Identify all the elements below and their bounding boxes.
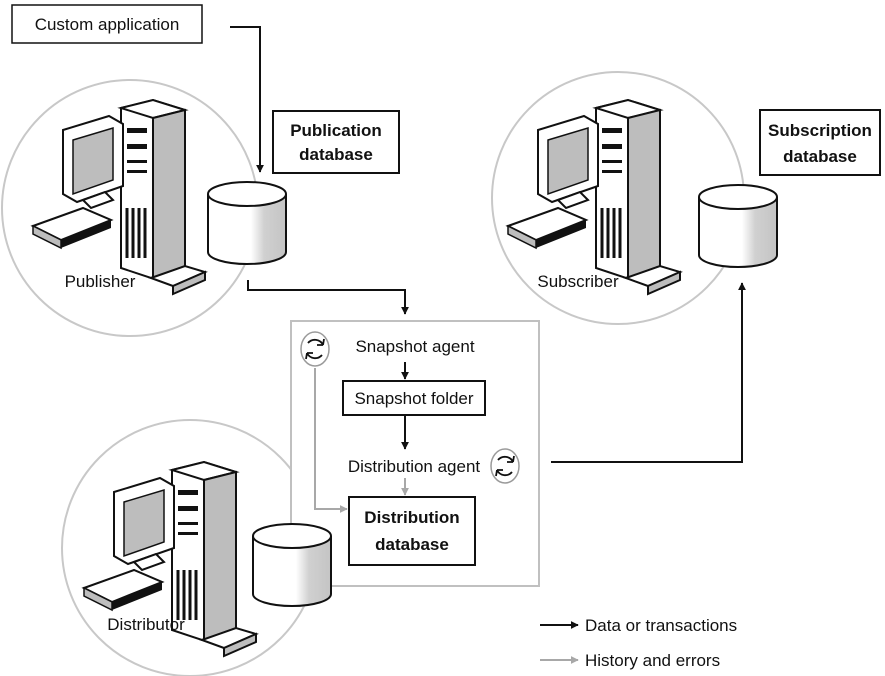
- arrow-app-to-publication-db: [230, 26, 264, 173]
- arrow-distributor-to-subscriber: [551, 282, 746, 463]
- distributor-database-icon: [252, 523, 332, 607]
- snapshot-folder-label: Snapshot folder: [354, 389, 473, 408]
- legend-history-label: History and errors: [585, 651, 720, 670]
- arrow-snapshot-history: [314, 368, 348, 513]
- distribution-database-line1: Distribution: [364, 508, 459, 527]
- subscriber-label: Subscriber: [537, 272, 619, 291]
- distribution-database-line2: database: [375, 535, 449, 554]
- subscription-database-box: [759, 109, 881, 176]
- distributor-label: Distributor: [107, 615, 185, 634]
- legend-data-label: Data or transactions: [585, 616, 737, 635]
- distribution-agent-icon: [490, 448, 520, 484]
- publication-database-line2: database: [299, 145, 373, 164]
- snapshot-agent-label: Snapshot agent: [355, 337, 474, 356]
- custom-application-label: Custom application: [35, 15, 180, 34]
- snapshot-agent-icon: [300, 331, 330, 367]
- publication-database-box: [272, 110, 400, 174]
- distribution-agent-label: Distribution agent: [348, 457, 481, 476]
- publication-database-icon: [207, 181, 287, 265]
- publisher-label: Publisher: [65, 272, 136, 291]
- subscription-database-icon: [698, 184, 778, 268]
- subscription-database-line2: database: [783, 147, 857, 166]
- publication-database-line1: Publication: [290, 121, 382, 140]
- custom-application-box: [11, 4, 203, 44]
- subscription-database-line1: Subscription: [768, 121, 872, 140]
- arrow-publisher-to-distributor: [247, 280, 409, 315]
- distribution-database-box: [348, 496, 476, 566]
- snapshot-folder-box: [342, 380, 486, 416]
